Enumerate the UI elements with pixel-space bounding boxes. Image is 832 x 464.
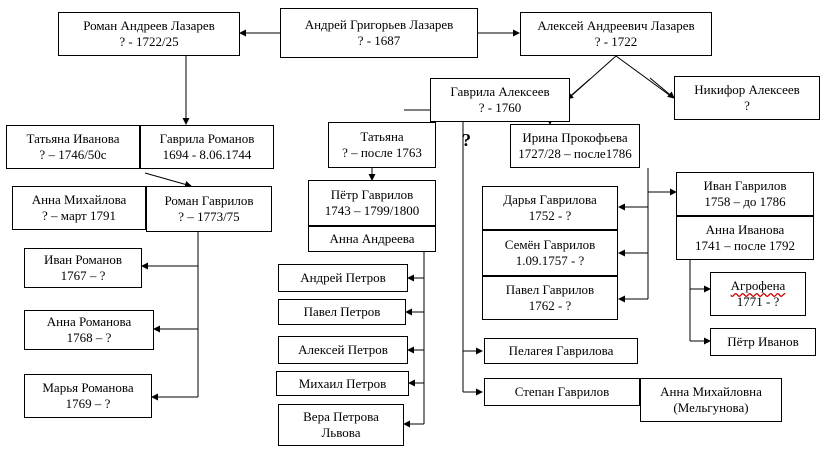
person-tatyana-ivanova: Татьяна Иванова ? – 1746/50с [6, 125, 140, 169]
person-pavel-petrov: Павел Петров [278, 299, 406, 325]
person-marya-romanova: Марья Романова 1769 – ? [24, 374, 152, 418]
link-gavrila-romanov-roman-gavrilov [144, 172, 192, 188]
person-gavrila-romanov: Гаврила Романов 1694 - 8.06.1744 [140, 125, 274, 169]
person-ivan-gavrilov: Иван Гаврилов 1758 – до 1786 [676, 172, 814, 216]
person-anna-ivanova: Анна Иванова 1741 – после 1792 [676, 216, 814, 260]
person-anna-mikhaylovna: Анна Михайловна (Мельгунова) [640, 378, 782, 422]
person-agrofena: Агрофена 1771 - ? [710, 272, 806, 316]
person-mikhail-petrov: Михаил Петров [276, 371, 409, 396]
person-pyotr-ivanov: Пётр Иванов [710, 328, 816, 356]
person-pavel-gavrilov: Павел Гаврилов 1762 - ? [482, 276, 618, 320]
person-vera-petrova: Вера Петрова Львова [278, 404, 404, 446]
person-tatyana: Татьяна ? – после 1763 [328, 122, 436, 168]
person-ivan-romanov: Иван Романов 1767 – ? [24, 248, 142, 288]
person-semyon-gavrilov: Семён Гаврилов 1.09.1757 - ? [482, 230, 618, 276]
person-roman-andreev: Роман Андреев Лазарев ? - 1722/25 [58, 12, 240, 56]
person-nikifor-alekseev: Никифор Алексеев ? [674, 76, 820, 120]
unknown-spouse-marker: ? [462, 130, 471, 150]
person-pyotr-gavrilov: Пётр Гаврилов 1743 – 1799/1800 [308, 180, 436, 226]
person-pelageya-gavrilova: Пелагея Гаврилова [484, 338, 638, 364]
person-aleksey-petrov: Алексей Петров [278, 336, 408, 364]
person-anna-mikhaylova: Анна Михайлова ? – март 1791 [12, 186, 146, 230]
person-gavrila-alekseev: Гаврила Алексеев ? - 1760 [430, 78, 570, 122]
person-anna-romanova: Анна Романова 1768 – ? [24, 310, 154, 350]
person-aleksey-andreevich: Алексей Андреевич Лазарев ? - 1722 [520, 12, 712, 56]
link-aleksey-nikifor [615, 55, 673, 98]
person-stepan-gavrilov: Степан Гаврилов [484, 378, 640, 406]
person-andrey-petrov: Андрей Петров [278, 264, 408, 292]
person-darya-gavrilova: Дарья Гаврилова 1752 - ? [482, 186, 618, 230]
person-andrey-grigoriev: Андрей Григорьев Лазарев ? - 1687 [280, 8, 478, 58]
person-anna-andreeva: Анна Андреева [308, 226, 436, 252]
person-roman-gavrilov: Роман Гаврилов ? – 1773/75 [146, 186, 272, 232]
person-irina-prokofyeva: Ирина Прокофьева 1727/28 – после1786 [510, 124, 640, 168]
